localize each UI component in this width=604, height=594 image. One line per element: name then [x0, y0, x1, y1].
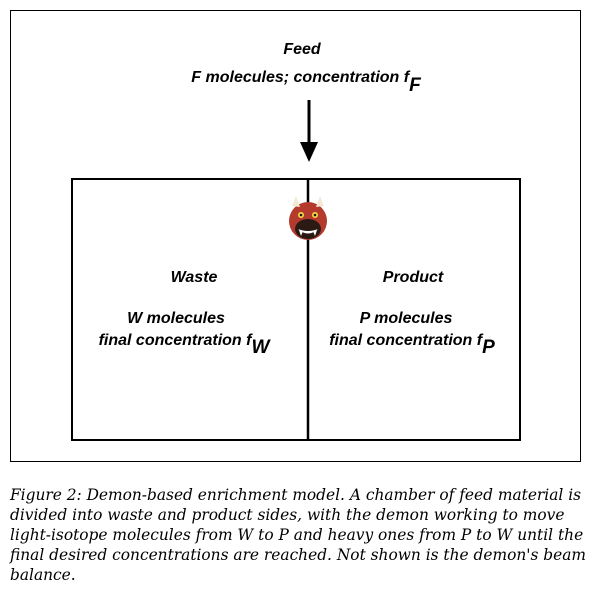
feed-arrow	[300, 100, 318, 162]
product-molecules: P molecules	[360, 310, 453, 327]
feed-subscript: F	[409, 75, 422, 96]
figure-frame	[10, 10, 581, 462]
product-subscript: P	[482, 337, 495, 358]
product-concentration-text: final concentration f	[329, 332, 484, 349]
product-title: Product	[383, 269, 444, 286]
feed-description: F molecules; concentration fF	[191, 69, 422, 96]
waste-concentration-text: final concentration f	[99, 332, 254, 349]
feed-line-text: F molecules; concentration f	[191, 69, 410, 86]
ogre-demon-icon	[289, 196, 327, 240]
product-concentration: final concentration fP	[329, 332, 495, 358]
waste-molecules: W molecules	[127, 310, 225, 327]
waste-title: Waste	[171, 269, 218, 286]
feed-title: Feed	[283, 41, 322, 58]
figure-caption: Figure 2: Demon-based enrichment model. …	[10, 486, 586, 584]
chamber	[71, 178, 521, 441]
waste-subscript: W	[251, 337, 271, 358]
waste-concentration: final concentration fW	[99, 332, 272, 358]
enrichment-diagram: Feed F molecules; concentration fF Waste…	[71, 41, 521, 441]
